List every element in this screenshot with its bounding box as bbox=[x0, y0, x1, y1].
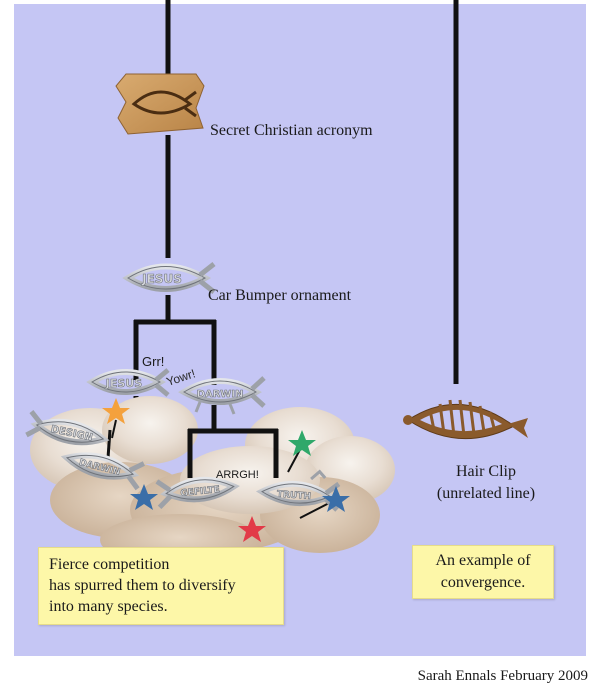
diversify-note-line-3: into many species. bbox=[49, 598, 168, 615]
diversify-note-line-1: Fierce competition bbox=[49, 556, 170, 573]
secret-christian-label: Secret Christian acronym bbox=[210, 122, 373, 139]
arrgh-label: ARRGH! bbox=[216, 469, 259, 481]
hair-clip-subtitle: (unrelated line) bbox=[437, 485, 535, 502]
darwin-fish-small-icon: DARWIN bbox=[60, 452, 145, 491]
wooden-ichthys-icon bbox=[115, 73, 205, 135]
jesus-fish-text: JESUS bbox=[105, 377, 142, 390]
truth-fish-text: TRUTH bbox=[277, 490, 312, 502]
gefilte-fish-icon: GEFILTE bbox=[155, 476, 240, 510]
red-star-icon bbox=[238, 516, 266, 542]
design-fish-icon: DESIGN bbox=[25, 409, 110, 446]
credit-label: Sarah Ennals February 2009 bbox=[418, 668, 588, 684]
orange-star-stick bbox=[111, 419, 117, 439]
jesus-fish-icon: JESUS bbox=[86, 368, 170, 397]
grr-label: Grr! bbox=[142, 354, 164, 369]
hair-clip-title: Hair Clip bbox=[456, 463, 516, 480]
darwin-fish-icon: DARWIN bbox=[178, 376, 266, 415]
blue-star-left-icon bbox=[130, 484, 158, 510]
green-star-icon bbox=[288, 430, 316, 456]
bumper-fish-text: JESUS bbox=[141, 272, 182, 286]
hair-clip-icon bbox=[403, 399, 528, 440]
darwin-fish-text: DARWIN bbox=[197, 389, 244, 400]
diversify-note-line-2: has spurred them to diversify bbox=[49, 577, 236, 594]
convergence-note-line-1: An example of bbox=[435, 552, 531, 569]
car-bumper-label: Car Bumper ornament bbox=[208, 287, 352, 304]
convergence-note: An example of convergence. bbox=[412, 545, 554, 599]
convergence-note-line-2: convergence. bbox=[440, 574, 526, 591]
blue-star-right-icon bbox=[322, 486, 350, 512]
diversify-note: Fierce competition has spurred them to d… bbox=[38, 547, 284, 625]
jesus-fish-bumper-icon: JESUS bbox=[122, 262, 216, 294]
design-branch-line bbox=[106, 429, 112, 459]
orange-star-icon bbox=[102, 398, 130, 424]
gefilte-fish-text: GEFILTE bbox=[180, 485, 220, 499]
